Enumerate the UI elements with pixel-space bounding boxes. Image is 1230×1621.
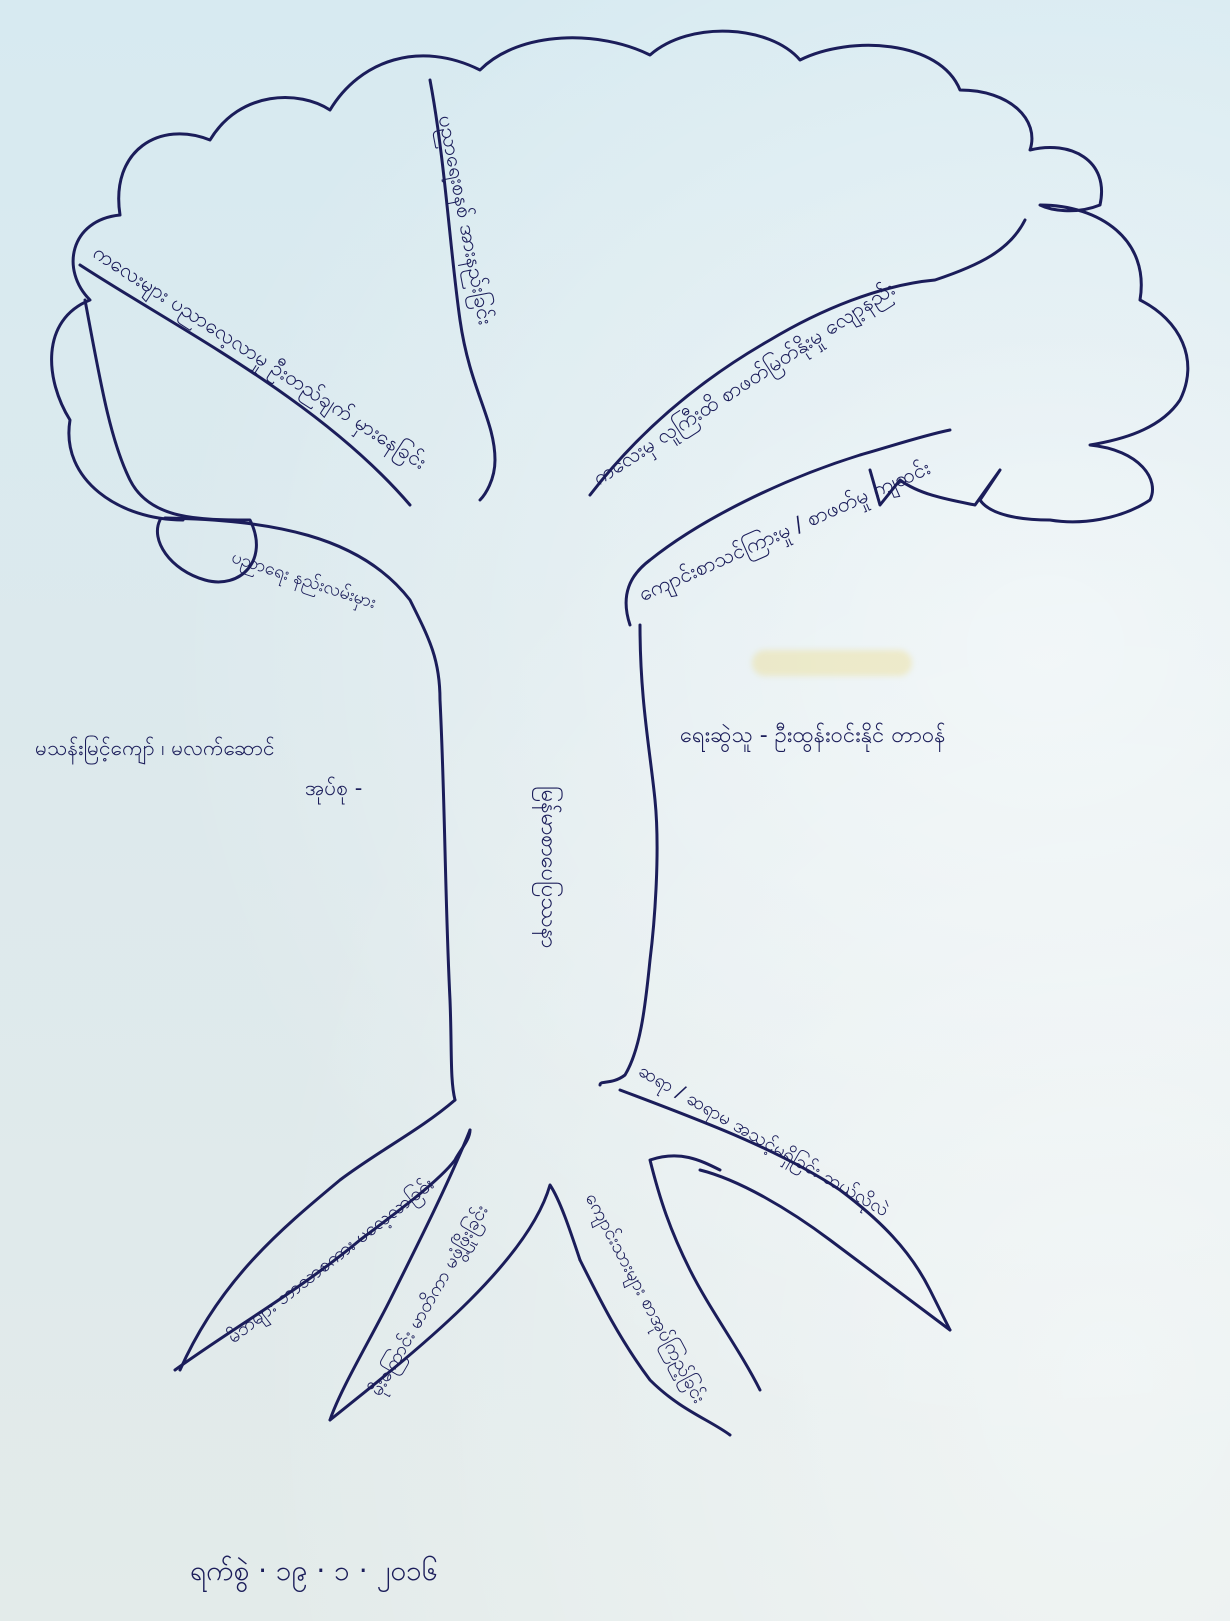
presenter-note: ရေးဆွဲသူ - ဦးထွန်းဝင်းနိုင် တာဝန် xyxy=(680,720,946,753)
branch-line-left-1 xyxy=(80,265,410,505)
root-1b xyxy=(175,1130,470,1370)
trunk-label: မြန်မာစာပေပြဿနာ xyxy=(537,786,559,948)
date-note: ရက်စွဲ · ၁၉ · ၁ · ၂၀၁၆ xyxy=(190,1552,438,1594)
group-members-line-1: မသန်းမြင့်ကျော် ၊ မလက်ဆောင် xyxy=(35,735,275,766)
group-members-line-2: အုပ်စု - xyxy=(305,775,362,806)
root-3 xyxy=(580,1260,730,1435)
trunk-right-edge xyxy=(600,625,657,1085)
root-4b xyxy=(700,1170,950,1330)
trunk-left-edge xyxy=(165,518,455,1100)
